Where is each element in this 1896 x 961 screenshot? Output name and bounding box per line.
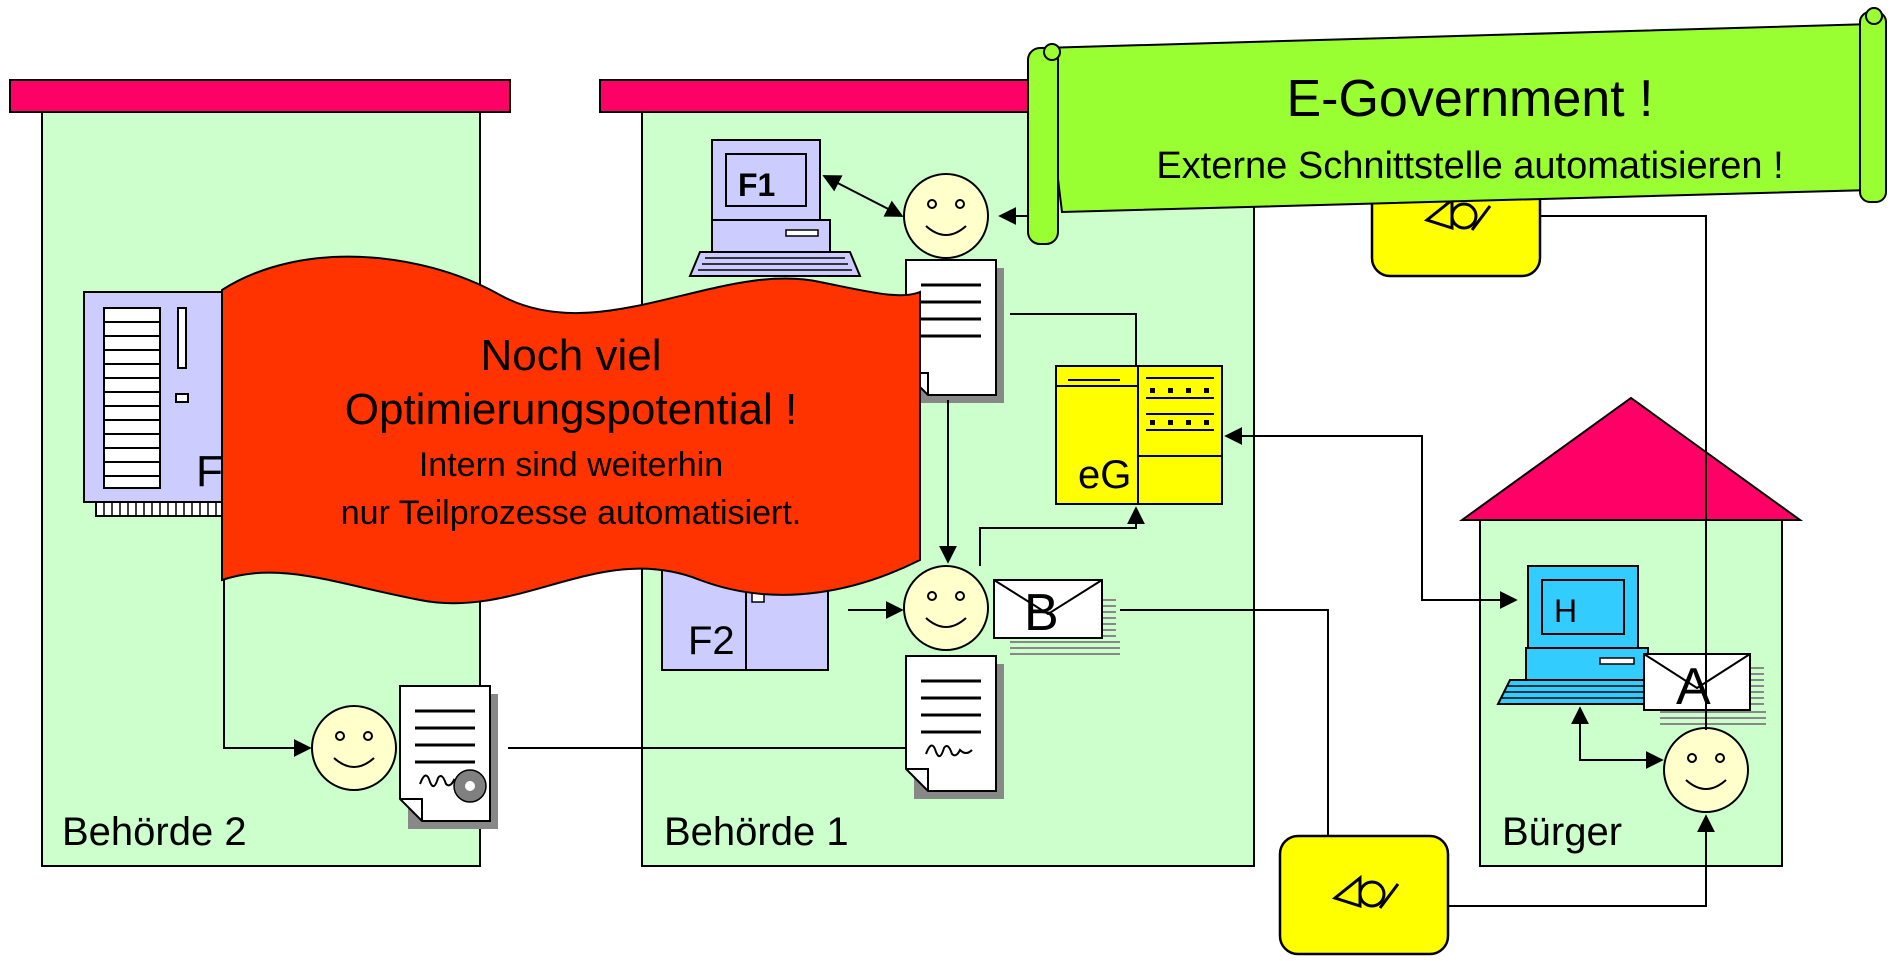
- postbox-bottom-icon: [1278, 834, 1450, 956]
- green-banner-subtitle: Externe Schnittstelle automatisieren !: [1156, 145, 1783, 187]
- computer-h-icon: H: [1496, 565, 1676, 705]
- red-banner-line4: nur Teilprozesse automatisiert.: [341, 494, 801, 532]
- person-behoerde-1-lower: [903, 565, 989, 651]
- person-behoerde-2: [311, 705, 397, 791]
- label-h: H: [1554, 593, 1577, 629]
- red-banner-line1: Noch viel: [481, 331, 662, 380]
- red-banner: Noch viel Optimierungspotential ! Intern…: [221, 255, 921, 605]
- computer-f1-icon: F1: [688, 139, 862, 277]
- egov-form-icon: eG: [1055, 365, 1223, 505]
- signed-document-behoerde-1: [904, 654, 1006, 801]
- label-f1: F1: [738, 167, 775, 203]
- label-buerger: Bürger: [1502, 810, 1622, 854]
- label-f2: F2: [688, 619, 735, 663]
- label-letter-b: B: [1024, 584, 1059, 642]
- roof-behoerde-2: [9, 79, 511, 113]
- roof-buerger: [1458, 396, 1804, 521]
- green-banner-title: E-Government !: [1286, 70, 1653, 128]
- person-buerger: [1663, 727, 1749, 813]
- signed-document-behoerde-2: [398, 684, 500, 831]
- roof-behoerde-1: [599, 79, 1041, 113]
- green-scroll-banner: E-Government ! Externe Schnittstelle aut…: [1027, 7, 1887, 245]
- label-eg: eG: [1078, 453, 1131, 497]
- connectors: [223, 175, 1715, 907]
- red-banner-line2: Optimierungspotential !: [345, 385, 797, 434]
- red-banner-line3: Intern sind weiterhin: [419, 446, 723, 484]
- label-server-f: F: [196, 447, 223, 496]
- label-behoerde-1: Behörde 1: [664, 810, 849, 854]
- envelope-b-icon: B: [993, 579, 1120, 655]
- label-behoerde-2: Behörde 2: [62, 810, 247, 854]
- person-f1: [903, 173, 989, 259]
